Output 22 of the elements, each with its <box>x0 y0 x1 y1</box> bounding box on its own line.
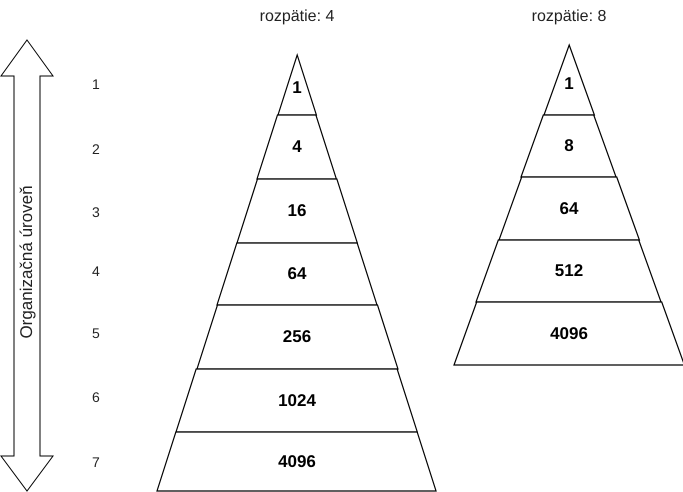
level-number: 5 <box>92 325 100 341</box>
level-number: 6 <box>92 389 100 405</box>
tier-value: 1 <box>564 74 574 94</box>
level-number: 2 <box>92 141 100 157</box>
pyramid-heading: rozpätie: 4 <box>260 8 334 26</box>
tier-value: 8 <box>564 136 574 156</box>
tier-value: 1024 <box>278 390 316 410</box>
tier-value: 64 <box>288 264 306 284</box>
tier-value: 256 <box>282 327 312 347</box>
pyramid-heading: rozpätie: 8 <box>532 8 606 26</box>
tier-value: 16 <box>288 201 306 221</box>
level-number: 4 <box>92 263 100 279</box>
level-number: 3 <box>92 204 100 220</box>
level-number: 1 <box>92 76 100 92</box>
tier-value: 4096 <box>550 324 588 344</box>
tier-value: 4096 <box>278 452 316 472</box>
level-number: 7 <box>92 454 100 470</box>
tier-value: 64 <box>560 198 578 218</box>
axis-label: Organizačná úroveň <box>17 185 37 339</box>
tier-value: 512 <box>554 261 584 281</box>
tier-value: 4 <box>292 137 302 157</box>
tier-value: 1 <box>292 78 302 98</box>
